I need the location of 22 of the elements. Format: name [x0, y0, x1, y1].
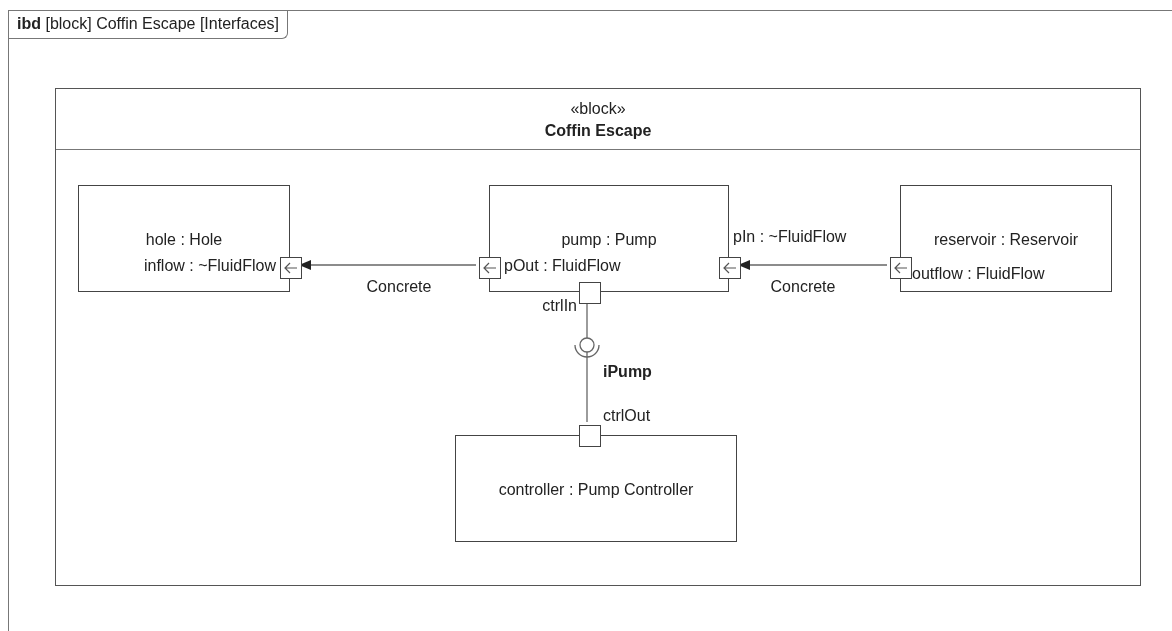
block-box	[55, 88, 1141, 586]
part-name: hole : Hole	[144, 230, 224, 250]
port-square	[719, 257, 741, 279]
port-square	[579, 425, 601, 447]
port-square	[890, 257, 912, 279]
port-label: pIn : ~FluidFlow	[733, 227, 847, 247]
block-name: Coffin Escape	[544, 120, 652, 140]
port-square	[280, 257, 302, 279]
port-square	[479, 257, 501, 279]
port-label: pOut : FluidFlow	[504, 256, 621, 276]
part-name: pump : Pump	[560, 230, 658, 250]
part-name: controller : Pump Controller	[497, 480, 695, 500]
port-label: inflow : ~FluidFlow	[143, 256, 276, 276]
diagram-frame	[8, 10, 1172, 631]
part-name: reservoir : Reservoir	[933, 230, 1079, 250]
frame-title: ibd [block] Coffin Escape [Interfaces]	[9, 11, 289, 39]
port-square	[579, 282, 601, 304]
port-label: ctrlOut	[603, 406, 651, 426]
edge-label: iPump	[603, 362, 652, 382]
port-label: ctrlIn	[542, 296, 577, 316]
port-label: outflow : FluidFlow	[912, 264, 1045, 284]
stereotype-label: «block»	[570, 98, 626, 118]
